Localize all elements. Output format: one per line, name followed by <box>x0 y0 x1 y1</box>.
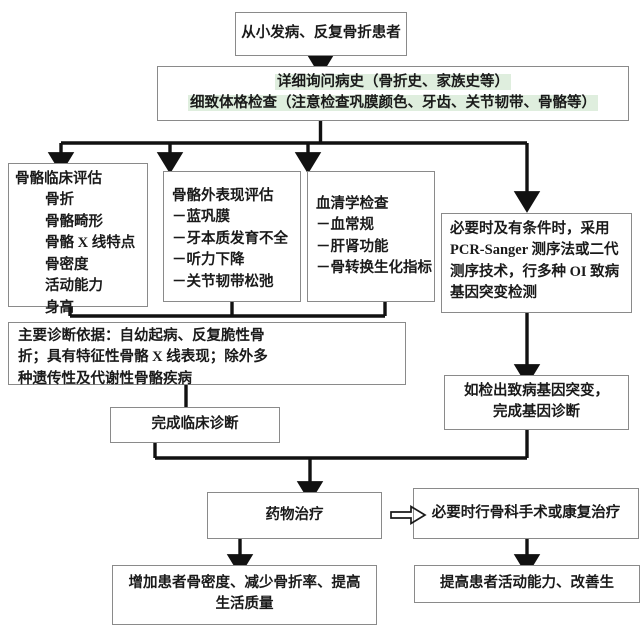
diagnostic-criteria-line-3: 种遗传性及代谢性骨骼疾病 <box>18 370 192 387</box>
extraskeletal-item: －听力下降 <box>172 252 245 269</box>
node-clinical-diagnosis: 完成临床诊断 <box>110 407 280 443</box>
genetic-testing-line-2: PCR-Sanger 测序法或二代 <box>450 242 619 259</box>
extraskeletal-item: －关节韧带松弛 <box>172 273 274 290</box>
node-start: 从小发病、反复骨折患者 <box>235 12 407 56</box>
genetic-testing-line-3: 测序技术，行多种 OI 致病 <box>450 263 620 280</box>
clinical-assessment-item: 骨骼 X 线特点 <box>45 235 136 252</box>
extraskeletal-item: －牙本质发育不全 <box>172 230 288 247</box>
node-extraskeletal-assessment: 骨骼外表现评估 －蓝巩膜 －牙本质发育不全 －听力下降 －关节韧带松弛 <box>163 171 301 302</box>
node-genetic-testing: 必要时及有条件时，采用 PCR-Sanger 测序法或二代 测序技术，行多种 O… <box>441 213 632 313</box>
serology-title: 血清学检查 <box>316 196 389 212</box>
node-clinical-assessment: 骨骼临床评估 骨折 骨骼畸形 骨骼 X 线特点 骨密度 活动能力 身高 <box>8 163 148 316</box>
clinical-diagnosis-text: 完成临床诊断 <box>151 416 239 433</box>
genetic-diagnosis-line-2: 完成基因诊断 <box>493 404 580 421</box>
node-drug-therapy: 药物治疗 <box>207 492 382 539</box>
serology-item: －骨转换生化指标 <box>316 260 432 277</box>
clinical-assessment-item: 活动能力 <box>45 278 103 295</box>
node-outcome-drug: 增加患者骨密度、减少骨折率、提高 生活质量 <box>112 565 377 625</box>
genetic-testing-line-4: 基因突变检测 <box>450 285 537 302</box>
history-line-2-text: 细致体格检查（注意检查巩膜颜色、牙齿、关节韧带、骨骼等） <box>188 95 598 112</box>
history-line-2: 细致体格检查（注意检查巩膜颜色、牙齿、关节韧带、骨骼等） <box>165 93 621 114</box>
node-genetic-diagnosis: 如检出致病基因突变， 完成基因诊断 <box>444 375 629 430</box>
clinical-assessment-item: 身高 <box>45 299 74 316</box>
outcome-surgery-text: 提高患者活动能力、改善生 <box>440 575 614 592</box>
surgery-rehab-text: 必要时行骨科手术或康复治疗 <box>431 504 621 521</box>
node-surgery-rehab: 必要时行骨科手术或康复治疗 <box>413 488 639 539</box>
drug-therapy-text: 药物治疗 <box>265 506 324 523</box>
diagnostic-criteria-line-2: 折；具有特征性骨骼 X 线表现；除外多 <box>18 349 268 366</box>
node-history-exam: 详细询问病史（骨折史、家族史等） 细致体格检查（注意检查巩膜颜色、牙齿、关节韧带… <box>157 66 629 121</box>
extraskeletal-item: －蓝巩膜 <box>172 209 230 226</box>
clinical-assessment-item: 骨折 <box>45 192 74 209</box>
hollow-arrow-icon <box>389 503 429 527</box>
node-serology: 血清学检查 －血常规 －肝肾功能 －骨转换生化指标 <box>307 171 435 302</box>
history-line-1: 详细询问病史（骨折史、家族史等） <box>165 72 621 93</box>
history-line-1-text: 详细询问病史（骨折史、家族史等） <box>275 74 511 90</box>
serology-item: －血常规 <box>316 217 374 234</box>
node-start-text: 从小发病、反复骨折患者 <box>241 25 401 42</box>
outcome-drug-line-2: 生活质量 <box>215 596 274 613</box>
extraskeletal-title: 骨骼外表现评估 <box>172 188 274 204</box>
clinical-assessment-item: 骨密度 <box>45 256 89 273</box>
clinical-assessment-item: 骨骼畸形 <box>45 213 103 230</box>
serology-item: －肝肾功能 <box>316 238 389 255</box>
outcome-drug-line-1: 增加患者骨密度、减少骨折率、提高 <box>128 575 361 591</box>
node-diagnostic-criteria: 主要诊断依据：自幼起病、反复脆性骨 折；具有特征性骨骼 X 线表现；除外多 种遗… <box>8 322 406 387</box>
clinical-assessment-title: 骨骼临床评估 <box>15 171 102 187</box>
genetic-diagnosis-line-1: 如检出致病基因突变， <box>464 383 609 399</box>
node-outcome-surgery: 提高患者活动能力、改善生 <box>414 565 640 603</box>
diagnostic-criteria-line-1: 主要诊断依据：自幼起病、反复脆性骨 <box>18 328 265 344</box>
genetic-testing-line-1: 必要时及有条件时，采用 <box>450 221 610 237</box>
